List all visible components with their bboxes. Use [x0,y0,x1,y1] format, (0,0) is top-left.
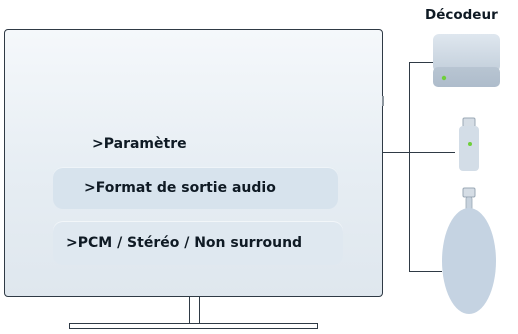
menu-item-audio-output-format[interactable]: >Format de sortie audio [53,167,338,209]
menu-option-pcm-stereo[interactable]: >PCM / Stéréo / Non surround [53,221,343,265]
set-top-box-icon [433,34,500,87]
connector-to-decoder [409,62,433,64]
tv-stand-neck [189,297,200,324]
connector-tv-to-bracket [383,152,410,154]
tv-side-button [382,96,384,106]
menu-title: >Paramètre [92,136,187,152]
tv-stand-base [69,323,318,329]
menu-option-label: >PCM / Stéréo / Non surround [66,235,303,251]
menu-item-label: >Format de sortie audio [84,180,276,196]
connector-bracket-vertical [409,62,411,272]
connector-to-chromecast [409,271,442,273]
chromecast-icon [442,187,496,314]
connector-to-dongle [409,152,455,154]
tv-screen: >Paramètre >Format de sortie audio >PCM … [4,29,383,297]
device-label: Décodeur [425,7,498,23]
streaming-stick-icon [459,117,479,171]
